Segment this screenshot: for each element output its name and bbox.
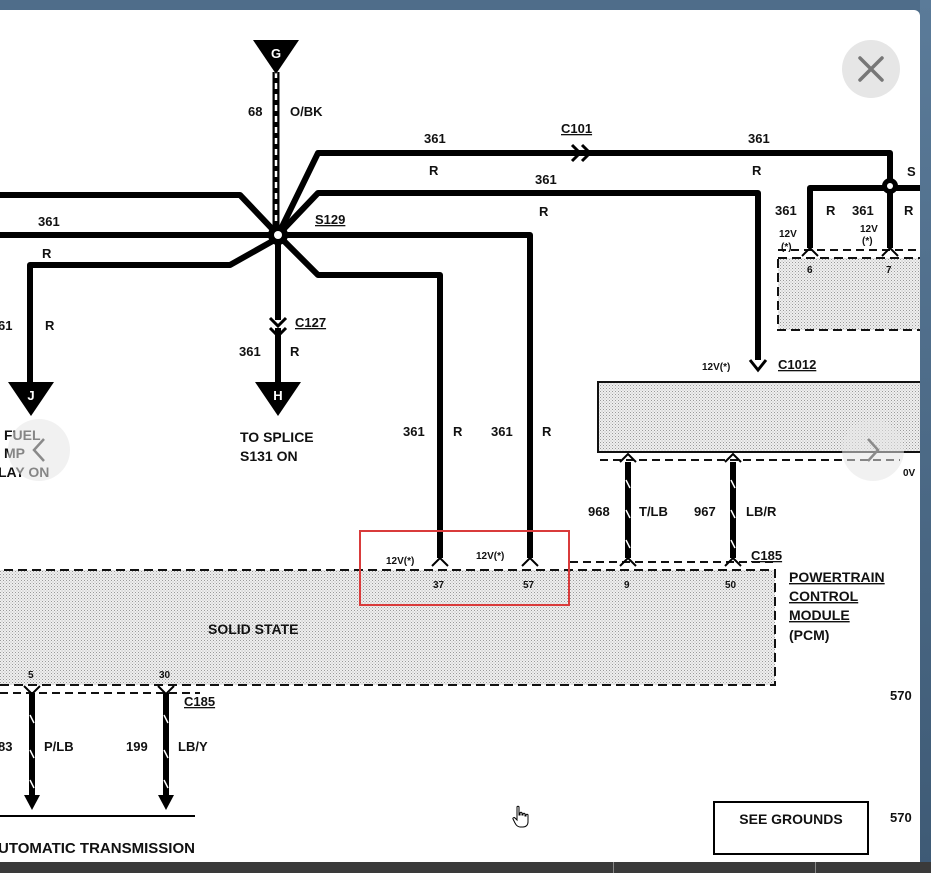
splice-s129-center — [274, 231, 282, 239]
pin-ticks — [23, 246, 899, 696]
wire-r-label-5: R — [45, 318, 55, 333]
pcm-label-2: CONTROL — [789, 588, 859, 604]
see-grounds-label: SEE GROUNDS — [739, 811, 842, 827]
window-edge — [920, 0, 931, 873]
page-number-1: 570 — [890, 688, 912, 703]
wire-883-number: 83 — [0, 739, 12, 754]
wire-361-label-4: 361 — [38, 214, 60, 229]
arrow-wire-199 — [158, 795, 174, 810]
pin-37: 37 — [433, 580, 445, 591]
wire-61-label: 61 — [0, 318, 12, 333]
pin-50: 50 — [725, 580, 737, 591]
wire-361-label-1: 361 — [424, 131, 446, 146]
wire-199-color: LB/Y — [178, 739, 208, 754]
wiring-diagram: G J H 68 O/BK 361 R 361 R 361 R 361 R 61… — [0, 40, 920, 857]
wire-361-network — [0, 150, 920, 800]
wire-r-label-2: R — [752, 163, 762, 178]
connector-j-triangle — [8, 382, 54, 416]
pcm-label-1: POWERTRAIN — [789, 569, 885, 585]
wire-68-color: O/BK — [290, 104, 323, 119]
splice-upper-right-center — [887, 183, 893, 189]
wire-r-label-10: R — [904, 203, 914, 218]
splice-label-2: S131 ON — [240, 448, 298, 464]
wire-r-label-3: R — [539, 204, 549, 219]
pin-7: 7 — [886, 265, 892, 276]
connector-g-label: G — [271, 46, 281, 61]
wire-r-label-4: R — [42, 246, 52, 261]
hand-cursor-icon — [512, 805, 529, 828]
pin-9: 9 — [624, 580, 630, 591]
wire-967-number: 967 — [694, 504, 716, 519]
toolbar-divider — [815, 862, 816, 873]
wire-361-label-7: 361 — [491, 424, 513, 439]
connector-s-partial-label: S — [907, 164, 916, 179]
pcm-label-3: MODULE — [789, 607, 850, 623]
wire-199-number: 199 — [126, 739, 148, 754]
wire-361-label-6: 361 — [403, 424, 425, 439]
previous-button[interactable] — [8, 419, 70, 481]
voltage-pin7: 12V — [860, 224, 878, 235]
connector-c185-bottom-label: C185 — [184, 694, 215, 709]
wire-r-label-8: R — [542, 424, 552, 439]
close-icon — [858, 56, 884, 82]
voltage-pin37: 12V(*) — [386, 556, 414, 567]
wire-68-number: 68 — [248, 104, 262, 119]
connector-s129-label: S129 — [315, 212, 345, 227]
c1012-connector — [748, 359, 768, 373]
wire-r-label-6: R — [290, 344, 300, 359]
c127-connector — [268, 316, 288, 339]
voltage-pin6-star: (*) — [781, 242, 792, 253]
wire-968-color: T/LB — [639, 504, 668, 519]
wire-r-label-1: R — [429, 163, 439, 178]
connector-h-triangle — [255, 382, 301, 416]
wire-r-label-7: R — [453, 424, 463, 439]
page-number-2: 570 — [890, 810, 912, 825]
wire-361-label-5: 361 — [239, 344, 261, 359]
next-button[interactable] — [842, 419, 904, 481]
voltage-c1012: 12V(*) — [702, 362, 730, 373]
wire-883-color: P/LB — [44, 739, 74, 754]
wire-968-number: 968 — [588, 504, 610, 519]
highlight-box — [359, 530, 570, 606]
splice-label-1: TO SPLICE — [240, 429, 314, 445]
wire-361-label-9: 361 — [852, 203, 874, 218]
connector-c185-top-label: C185 — [751, 548, 782, 563]
see-grounds-box — [713, 801, 869, 855]
auto-trans-label: UTOMATIC TRANSMISSION — [0, 840, 195, 857]
solid-state-label: SOLID STATE — [208, 621, 298, 637]
connector-c101-label: C101 — [561, 121, 592, 136]
arrow-wire-883 — [24, 795, 40, 810]
c101-connector — [570, 143, 593, 163]
wire-r-label-9: R — [826, 203, 836, 218]
pcm-module-box — [0, 569, 776, 686]
voltage-pin7-star: (*) — [862, 236, 873, 247]
wire-361-label-8: 361 — [775, 203, 797, 218]
wire-361-label-3: 361 — [535, 172, 557, 187]
pin-57: 57 — [523, 580, 535, 591]
voltage-pin6: 12V — [779, 229, 797, 240]
connector-g-triangle — [253, 40, 299, 74]
image-viewer: G J H 68 O/BK 361 R 361 R 361 R 361 R 61… — [0, 10, 920, 873]
pin-6: 6 — [807, 265, 813, 276]
connector-h-label: H — [273, 388, 282, 403]
upper-right-component-box — [777, 257, 920, 331]
connector-c1012-label: C1012 — [778, 357, 816, 372]
connector-j-label: J — [27, 388, 34, 403]
bottom-toolbar — [0, 862, 931, 873]
voltage-ov: 0V — [903, 468, 916, 479]
pcm-label-4: (PCM) — [789, 627, 829, 643]
toolbar-divider — [613, 862, 614, 873]
pin-30: 30 — [159, 670, 171, 681]
voltage-pin57: 12V(*) — [476, 551, 504, 562]
wire-stripe-marks — [29, 479, 736, 789]
wire-361-label-2: 361 — [748, 131, 770, 146]
pin-5: 5 — [28, 670, 34, 681]
chevron-right-icon — [867, 438, 880, 462]
chevron-left-icon — [32, 438, 45, 462]
close-button[interactable] — [842, 40, 900, 98]
connector-c127-label: C127 — [295, 315, 326, 330]
wire-967-color: LB/R — [746, 504, 777, 519]
